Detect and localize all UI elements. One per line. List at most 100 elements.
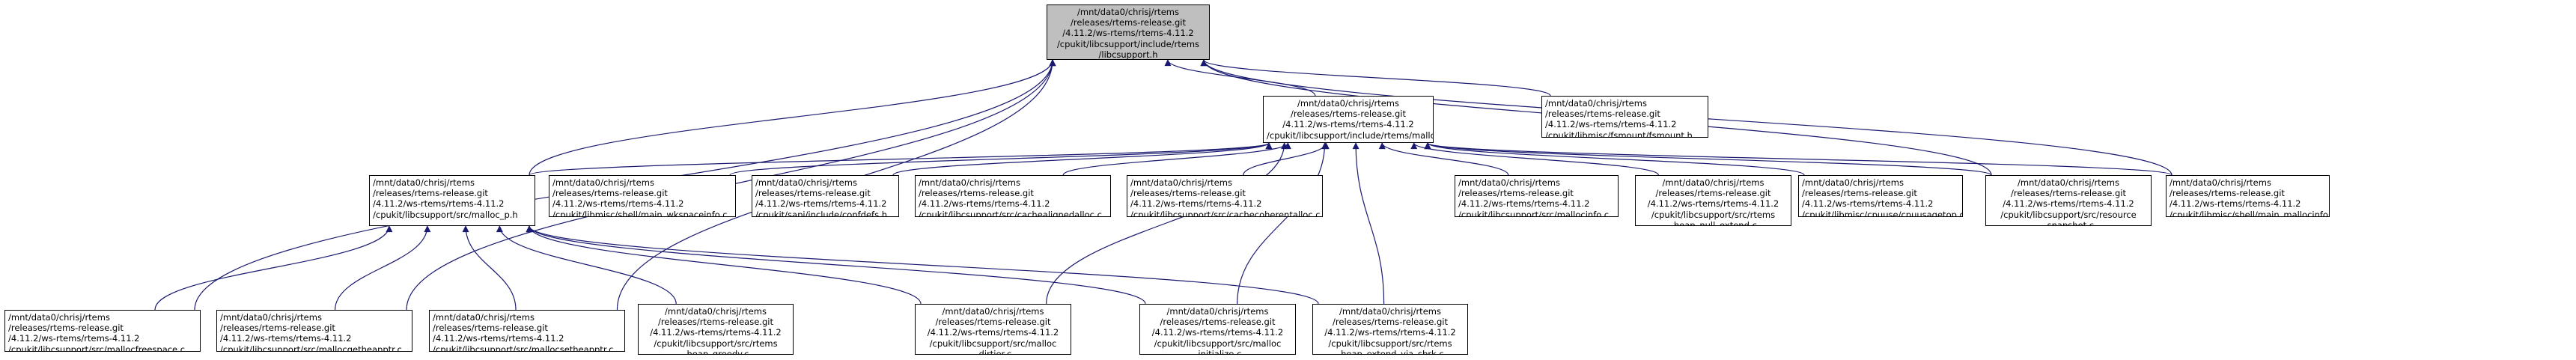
node-label-line: /mnt/data0/chrisj/rtems: [1077, 7, 1179, 17]
node-label-line: /4.11.2/ws-rtems/rtems-4.11.2: [8, 333, 140, 344]
graph-node[interactable]: /mnt/data0/chrisj/rtems/releases/rtems-r…: [1985, 175, 2152, 226]
edge-n3-to-n0: [529, 59, 1056, 176]
graph-node[interactable]: /mnt/data0/chrisj/rtems/releases/rtems-r…: [752, 175, 899, 217]
node-label-line: /cpukit/libcsupport/src/rtems: [1651, 209, 1776, 220]
node-label-line: /releases/rtems-release.git: [1802, 188, 1917, 199]
node-label-line: /cpukit/libmisc/shell/main_mallocinfo.c: [2169, 209, 2330, 217]
edge-n1-to-n0: [1164, 59, 1316, 97]
graph-node[interactable]: /mnt/data0/chrisj/rtems/releases/rtems-r…: [1127, 175, 1323, 217]
node-label-line: /mnt/data0/chrisj/rtems: [8, 312, 110, 323]
edge-n19-to-n3: [526, 225, 1319, 305]
node-label-line: /mnt/data0/chrisj/rtems: [2169, 177, 2271, 188]
graph-node[interactable]: /mnt/data0/chrisj/rtems/releases/rtems-r…: [549, 175, 736, 217]
graph-node[interactable]: /mnt/data0/chrisj/rtems/releases/rtems-r…: [915, 175, 1111, 217]
node-label-line: /releases/rtems-release.git: [1291, 109, 1406, 120]
node-label-line: /releases/rtems-release.git: [552, 188, 668, 199]
edge-n7-to-n1: [1243, 142, 1330, 176]
node-label-line: /4.11.2/ws-rtems/rtems-4.11.2: [2169, 198, 2301, 210]
edge-n15-to-n3: [462, 225, 517, 311]
graph-node[interactable]: /mnt/data0/chrisj/rtems/releases/rtems-r…: [216, 310, 412, 352]
node-label-line: /cpukit/libcsupport/src/malloc: [929, 338, 1057, 349]
edge-n5-to-n1: [892, 142, 1273, 176]
edge-n18-to-n3: [526, 225, 1146, 305]
graph-node[interactable]: /mnt/data0/chrisj/rtems/releases/rtems-r…: [4, 310, 201, 352]
graph-node[interactable]: /mnt/data0/chrisj/rtems/releases/rtems-r…: [1541, 96, 1708, 138]
node-label-line: /releases/rtems-release.git: [658, 317, 773, 328]
node-label-line: /4.11.2/ws-rtems/rtems-4.11.2: [927, 327, 1059, 338]
edge-n16-to-n3: [496, 225, 677, 305]
node-label-line: /cpukit/libcsupport/src/malloc_p.h: [373, 209, 518, 220]
graph-node[interactable]: /mnt/data0/chrisj/rtems/releases/rtems-r…: [915, 304, 1071, 355]
node-label-line: /cpukit/libcsupport/src/malloc: [1154, 338, 1282, 349]
node-label-line: /cpukit/libcsupport/include/rtems: [1056, 38, 1200, 49]
node-label-line: /cpukit/sapi/include/confdefs.h: [755, 209, 888, 217]
node-label-line: /releases/rtems-release.git: [1160, 317, 1276, 328]
node-label-line: /4.11.2/ws-rtems/rtems-4.11.2: [1545, 119, 1677, 130]
node-label-line: /4.11.2/ws-rtems/rtems-4.11.2: [1802, 198, 1934, 210]
node-label-line: /4.11.2/ws-rtems/rtems-4.11.2: [1458, 198, 1590, 210]
node-label-line: _snapshot.c: [2042, 219, 2095, 226]
node-label-line: /mnt/data0/chrisj/rtems: [1662, 177, 1764, 188]
node-label-line: /cpukit/libmisc/shell/main_wkspaceinfo.c: [552, 209, 728, 217]
node-label-line: /libcsupport.h: [1098, 49, 1158, 60]
edge-n17-to-n1: [1046, 142, 1288, 305]
node-label-line: /mnt/data0/chrisj/rtems: [1297, 98, 1399, 109]
edge-n17-to-n3: [526, 225, 922, 305]
node-label-line: /4.11.2/ws-rtems/rtems-4.11.2: [220, 333, 352, 344]
node-label-line: /releases/rtems-release.git: [220, 323, 335, 334]
node-label-line: /cpukit/libcsupport/src/rtems: [654, 338, 778, 349]
node-label-line: /releases/rtems-release.git: [935, 317, 1051, 328]
edge-n3-to-n1: [529, 142, 1273, 176]
node-label-line: /releases/rtems-release.git: [1545, 109, 1660, 120]
graph-node[interactable]: /mnt/data0/chrisj/rtems/releases/rtems-r…: [1798, 175, 1963, 217]
edge-n18-to-n1: [1237, 142, 1329, 305]
graph-node[interactable]: /mnt/data0/chrisj/rtems/releases/rtems-r…: [1635, 175, 1791, 226]
node-label-line: _initialize.c: [1193, 348, 1242, 355]
node-label-line: /mnt/data0/chrisj/rtems: [755, 177, 857, 188]
node-label-line: /mnt/data0/chrisj/rtems: [2018, 177, 2119, 188]
graph-node[interactable]: /mnt/data0/chrisj/rtems/releases/rtems-r…: [1312, 304, 1468, 355]
node-label-line: /mnt/data0/chrisj/rtems: [1130, 177, 1232, 188]
node-label-line: /mnt/data0/chrisj/rtems: [552, 177, 654, 188]
graph-node[interactable]: /mnt/data0/chrisj/rtems/releases/rtems-r…: [1263, 96, 1434, 143]
node-label-line: /cpukit/libcsupport/src/cachealignedallo…: [919, 209, 1102, 217]
edge-n19-to-n1: [1352, 142, 1385, 305]
node-label-line: /cpukit/libcsupport/src/mallocinfo.c: [1458, 209, 1610, 217]
node-label-line: _heap_extend_via_sbrk.c: [1336, 348, 1444, 355]
node-label-line: /mnt/data0/chrisj/rtems: [1458, 177, 1560, 188]
node-label-line: _heap_greedy.c: [682, 348, 749, 355]
graph-node[interactable]: /mnt/data0/chrisj/rtems/releases/rtems-r…: [429, 310, 625, 352]
node-label-line: /4.11.2/ws-rtems/rtems-4.11.2: [1130, 198, 1262, 210]
edge-n12-to-n1: [1424, 142, 2172, 176]
graph-node[interactable]: /mnt/data0/chrisj/rtems/releases/rtems-r…: [1139, 304, 1296, 355]
node-label-line: /4.11.2/ws-rtems/rtems-4.11.2: [650, 327, 782, 338]
node-label-line: /mnt/data0/chrisj/rtems: [433, 312, 535, 323]
node-label-line: /4.11.2/ws-rtems/rtems-4.11.2: [755, 198, 887, 210]
node-label-line: /cpukit/libmisc/cpuuse/cpuusagetop.c: [1802, 209, 1963, 217]
graph-node-root[interactable]: /mnt/data0/chrisj/rtems/releases/rtems-r…: [1047, 4, 1210, 60]
node-label-line: /4.11.2/ws-rtems/rtems-4.11.2: [1324, 327, 1456, 338]
node-label-line: /4.11.2/ws-rtems/rtems-4.11.2: [1062, 28, 1194, 39]
node-label-line: /mnt/data0/chrisj/rtems: [942, 306, 1044, 317]
node-label-line: /4.11.2/ws-rtems/rtems-4.11.2: [2003, 198, 2134, 210]
graph-node[interactable]: /mnt/data0/chrisj/rtems/releases/rtems-r…: [638, 304, 794, 355]
graph-node[interactable]: /mnt/data0/chrisj/rtems/releases/rtems-r…: [369, 175, 535, 226]
node-label-line: /cpukit/libcsupport/src/rtems: [1328, 338, 1452, 349]
node-label-line: /mnt/data0/chrisj/rtems: [919, 177, 1020, 188]
node-label-line: _dirtier.c: [974, 348, 1012, 355]
node-label-line: /4.11.2/ws-rtems/rtems-4.11.2: [1282, 119, 1414, 130]
node-label-line: /releases/rtems-release.git: [1130, 188, 1246, 199]
node-label-line: /cpukit/libcsupport/src/mallocgetheapptr…: [220, 344, 402, 352]
graph-node[interactable]: /mnt/data0/chrisj/rtems/releases/rtems-r…: [1455, 175, 1619, 217]
node-label-line: /cpukit/libcsupport/src/cachecoherentall…: [1130, 209, 1321, 217]
node-label-line: /4.11.2/ws-rtems/rtems-4.11.2: [1647, 198, 1779, 210]
node-label-line: /releases/rtems-release.git: [373, 188, 488, 199]
node-label-line: /cpukit/libcsupport/src/mallocfreespace.…: [8, 344, 186, 352]
node-label-line: /releases/rtems-release.git: [1071, 17, 1186, 28]
edge-n14-to-n3: [335, 225, 431, 311]
graph-node[interactable]: /mnt/data0/chrisj/rtems/releases/rtems-r…: [2166, 175, 2330, 217]
node-label-line: /cpukit/libcsupport/src/resource: [2000, 209, 2137, 220]
node-label-line: /4.11.2/ws-rtems/rtems-4.11.2: [919, 198, 1050, 210]
node-label-line: /releases/rtems-release.git: [8, 323, 124, 334]
node-label-line: /cpukit/libmisc/fsmount/fsmount.h: [1545, 129, 1693, 138]
